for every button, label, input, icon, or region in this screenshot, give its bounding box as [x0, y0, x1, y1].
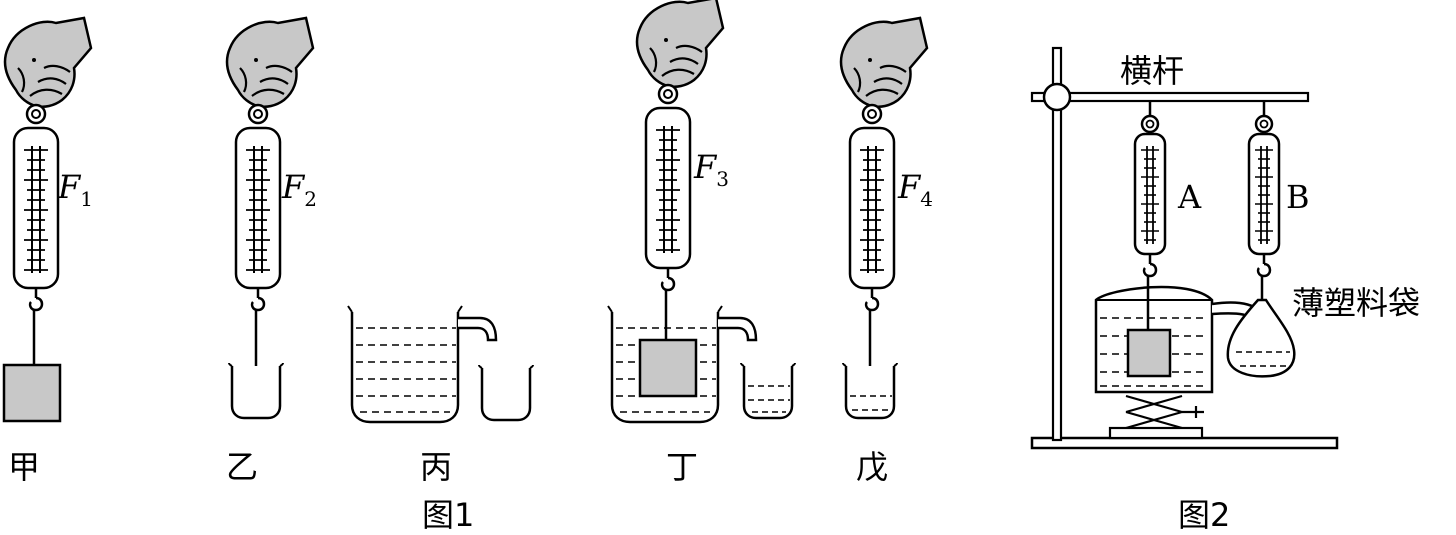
- crossbar-label: 横杆: [1120, 52, 1184, 90]
- hand-icon: [839, 16, 929, 125]
- submerged-metal-block: [638, 338, 698, 398]
- scale-hook-yi: [250, 286, 266, 312]
- panel-yi: F2 乙: [225, 16, 317, 486]
- scale-hook-a: [1142, 252, 1158, 278]
- panel-label-yi: 乙: [226, 448, 258, 486]
- spring-scale-b: [1247, 132, 1281, 256]
- spring-scale-wu: [848, 126, 896, 290]
- scale-hook-ding: [660, 266, 676, 292]
- scale-b-label: B: [1286, 178, 1310, 216]
- panel-jia: F1 甲: [2, 16, 93, 486]
- spring-scale-a: [1133, 132, 1167, 256]
- scissor-lift: [1108, 394, 1204, 440]
- stand-rod: [1051, 46, 1063, 442]
- spout: [458, 316, 498, 342]
- spout: [718, 316, 758, 342]
- scale-hook-wu: [864, 286, 880, 312]
- hand-icon: [225, 16, 315, 125]
- panel-bing: 丙 图1: [347, 305, 535, 534]
- scale-hook-b: [1256, 252, 1272, 278]
- scale-hook-jia: [28, 286, 44, 312]
- plastic-bag: [1226, 298, 1296, 378]
- panel-label-wu: 戊: [856, 448, 888, 486]
- scale-a-label: A: [1177, 178, 1202, 216]
- panel-ding: F3 丁: [607, 0, 797, 486]
- clamp: [1042, 82, 1072, 112]
- bag-label: 薄塑料袋: [1292, 284, 1420, 322]
- panel-label-bing: 丙: [420, 448, 452, 486]
- stand-base: [1030, 436, 1339, 450]
- panel-wu: F4 戊: [839, 16, 933, 486]
- panel-label-jia: 甲: [8, 448, 40, 486]
- crossbar: [1030, 91, 1310, 103]
- force-f4-label: F4: [897, 168, 933, 211]
- figure2-apparatus: 横杆 A B: [1030, 46, 1420, 534]
- spring-scale-ding: [644, 106, 692, 270]
- empty-small-beaker: [227, 361, 285, 420]
- force-f3-label: F3: [693, 148, 729, 191]
- hand-icon: [635, 0, 725, 105]
- metal-block: [2, 363, 62, 423]
- spring-scale-yi: [234, 126, 282, 290]
- figure2-caption: 图2: [1178, 496, 1230, 534]
- panel-label-ding: 丁: [666, 448, 698, 486]
- force-f1-label: F1: [57, 168, 93, 211]
- small-beaker-with-water: [739, 361, 797, 420]
- small-beaker-with-water: [841, 361, 899, 420]
- force-f2-label: F2: [281, 168, 317, 211]
- submerged-block: [1126, 328, 1172, 378]
- empty-small-beaker: [477, 363, 535, 422]
- figure1-caption: 图1: [422, 496, 474, 534]
- overflow-beaker: [350, 312, 460, 424]
- spring-scale-jia: [12, 126, 60, 290]
- hand-icon: [3, 16, 93, 125]
